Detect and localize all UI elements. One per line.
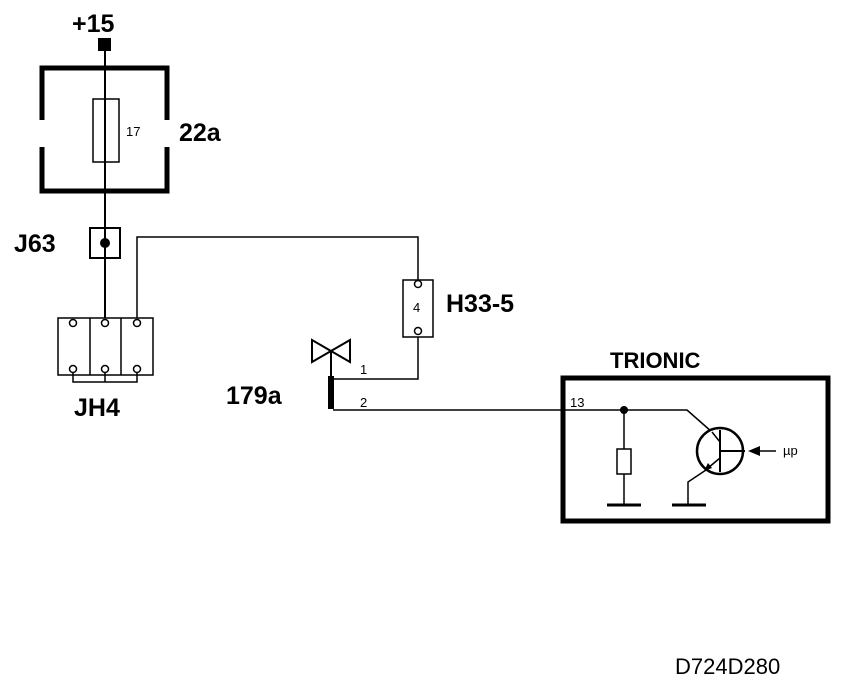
supply-terminal	[98, 38, 111, 51]
connector-h33-label: H33-5	[446, 290, 514, 318]
ecu-transistor	[672, 426, 745, 507]
wire-h33-to-injector	[333, 337, 419, 380]
ecu-input-arrow	[748, 446, 760, 456]
connector-j63-label: J63	[14, 230, 56, 258]
junction-jh4	[57, 317, 154, 383]
wire-jh4-to-h33	[136, 236, 419, 318]
connector-h33-pin: 4	[413, 300, 420, 315]
injector-179a	[311, 338, 351, 409]
connector-j63-dot	[100, 238, 110, 248]
ecu-trionic	[560, 375, 831, 524]
injector-pin2: 2	[360, 395, 367, 410]
fuse-number: 17	[126, 124, 140, 139]
drawing-code: D724D280	[675, 654, 780, 679]
ecu-resistor	[616, 448, 632, 475]
ecu-pin: 13	[570, 395, 584, 410]
junction-jh4-label: JH4	[74, 394, 120, 422]
ecu-input-label: µp	[783, 443, 798, 458]
supply-label: +15	[72, 10, 115, 38]
fuse-box-label: 22a	[179, 119, 222, 147]
wire-injector-to-ecu	[333, 409, 713, 433]
injector-pin1: 1	[360, 362, 367, 377]
injector-label: 179a	[226, 382, 283, 410]
ecu-title: TRIONIC	[610, 348, 701, 373]
